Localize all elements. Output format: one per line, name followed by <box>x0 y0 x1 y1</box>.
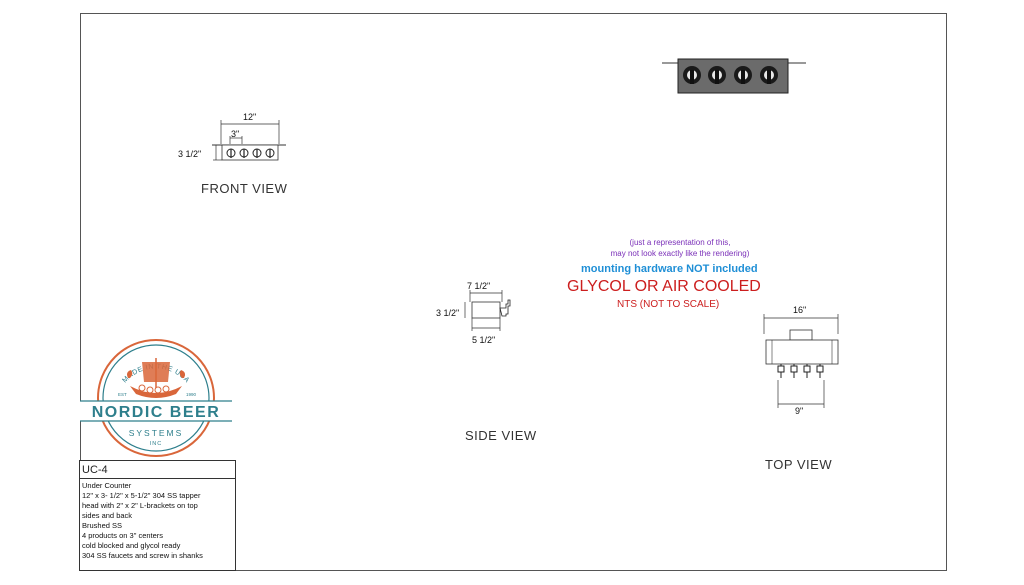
side-dim-bottom: 5 1/2" <box>472 335 496 345</box>
top-dim-bottom: 9" <box>795 406 804 416</box>
drawing-sheet-border <box>80 13 947 571</box>
front-dim-width: 12" <box>243 112 257 122</box>
spec-lines: Under Counter 12" x 3- 1/2" x 5-1/2" 304… <box>80 479 235 561</box>
spec-line: Under Counter <box>82 481 132 490</box>
spec-line: 12" x 3- 1/2" x 5-1/2" 304 SS tapper <box>82 491 201 500</box>
tapper-rendering <box>662 58 806 94</box>
top-view-drawing <box>763 314 839 408</box>
side-view-drawing <box>464 290 511 331</box>
logo-est-right: 1990 <box>186 392 197 397</box>
front-view-label: FRONT VIEW <box>201 181 288 196</box>
top-view-label: TOP VIEW <box>765 457 833 472</box>
spec-line: sides and back <box>82 511 133 520</box>
company-logo: MADE IN THE USA EST 1990 NORDIC BEER SYS… <box>80 339 232 457</box>
representation-note-line1: (just a representation of this, <box>629 238 731 247</box>
spec-line: 304 SS faucets and screw in shanks <box>82 551 203 560</box>
spec-line: head with 2" x 2" L-brackets on top <box>82 501 198 510</box>
top-dim-width: 16" <box>793 305 807 315</box>
logo-est-left: EST <box>118 392 127 397</box>
side-view-label: SIDE VIEW <box>465 428 537 443</box>
representation-note-line2: may not look exactly like the rendering) <box>610 249 750 258</box>
rendering-faucets <box>683 66 778 84</box>
logo-sub2: INC <box>150 441 162 447</box>
cooling-note: GLYCOL OR AIR COOLED <box>567 278 761 295</box>
spec-model: UC-4 <box>80 461 235 479</box>
side-dim-height: 3 1/2" <box>436 308 460 318</box>
front-view-drawing <box>212 120 286 161</box>
logo-sub: SYSTEMS <box>129 428 184 438</box>
viking-ship-icon <box>127 358 185 398</box>
front-dim-height: 3 1/2" <box>178 149 202 159</box>
side-dim-top: 7 1/2" <box>467 281 491 291</box>
mounting-note: mounting hardware NOT included <box>581 263 758 275</box>
spec-line: 4 products on 3" centers <box>82 531 164 540</box>
spec-line: cold blocked and glycol ready <box>82 541 181 550</box>
spec-line: Brushed SS <box>82 521 123 530</box>
representation-note: (just a representation of this, may not … <box>580 237 780 259</box>
logo-name: NORDIC BEER <box>92 404 221 421</box>
front-dim-spacing: 3" <box>231 129 240 139</box>
scale-note: NTS (NOT TO SCALE) <box>617 299 720 310</box>
spec-box: UC-4 Under Counter 12" x 3- 1/2" x 5-1/2… <box>79 460 236 571</box>
